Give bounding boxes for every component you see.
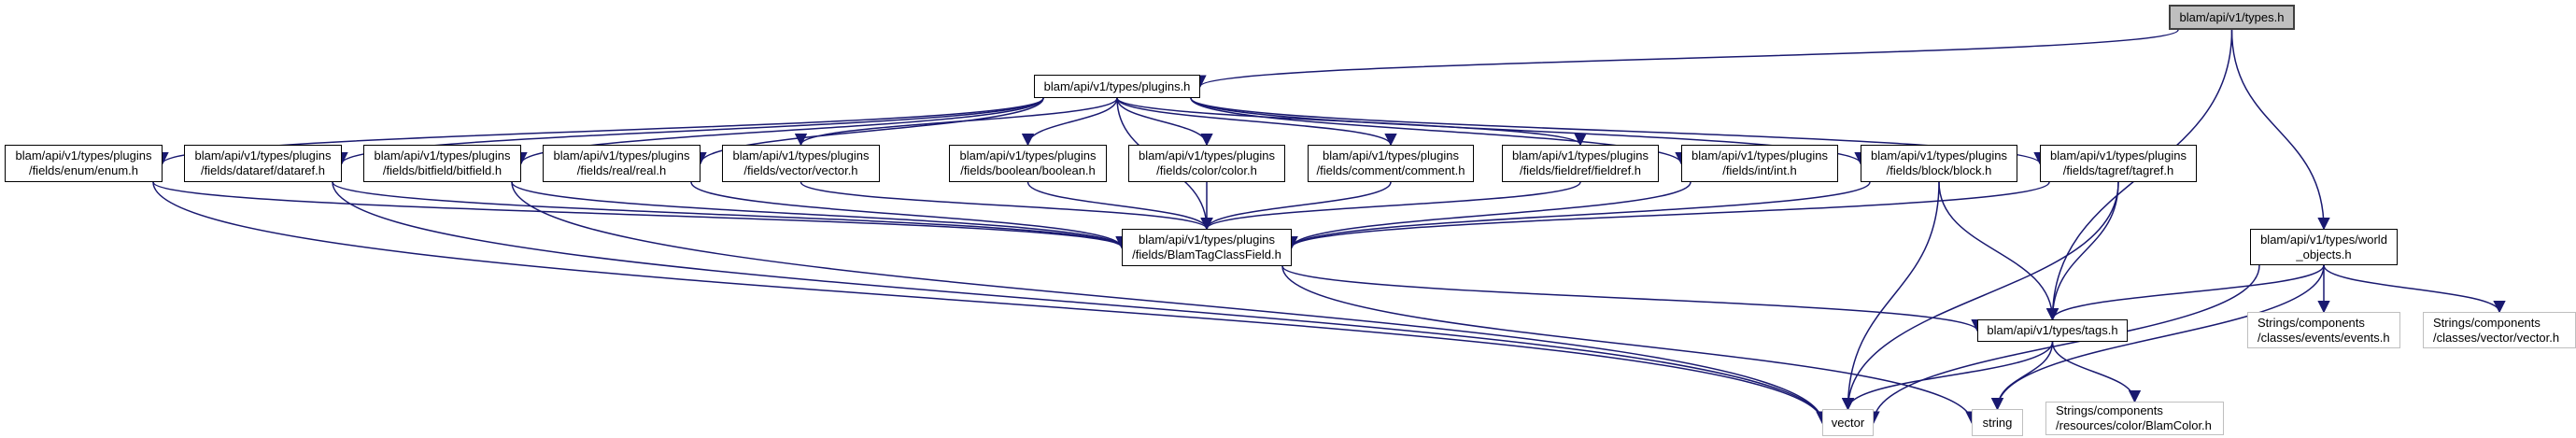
edge-tagref-to-vector xyxy=(1841,181,2119,411)
edge-enum-to-btcf xyxy=(152,181,1128,249)
edge-enum-to-vector xyxy=(152,181,1829,424)
node-tagref[interactable]: blam/api/v1/types/plugins /fields/tagref… xyxy=(2040,145,2197,182)
edge-real-to-btcf xyxy=(690,181,1128,249)
edge-block-to-vector xyxy=(1841,181,1940,411)
node-btcf[interactable]: blam/api/v1/types/plugins /fields/BlamTa… xyxy=(1122,229,1292,266)
node-color[interactable]: blam/api/v1/types/plugins /fields/color/… xyxy=(1128,145,1285,182)
node-fieldref[interactable]: blam/api/v1/types/plugins /fields/fieldr… xyxy=(1502,145,1659,182)
node-bitfield[interactable]: blam/api/v1/types/plugins /fields/bitfie… xyxy=(363,145,521,182)
node-types[interactable]: blam/api/v1/types.h xyxy=(2169,5,2295,30)
node-blamcolor: Strings/components /resources/color/Blam… xyxy=(2045,402,2224,435)
edge-btcf-to-string xyxy=(1281,265,1978,424)
edge-world-to-tags xyxy=(2045,264,2325,321)
edge-boolean-to-btcf xyxy=(1026,181,1213,231)
edge-tagref-to-btcf xyxy=(1285,181,2050,249)
node-vector: vector xyxy=(1822,409,1874,436)
edge-plugins-to-boolean xyxy=(1021,97,1118,147)
edge-bitfield-to-btcf xyxy=(511,181,1128,249)
node-dataref[interactable]: blam/api/v1/types/plugins /fields/datare… xyxy=(184,145,342,182)
node-comment[interactable]: blam/api/v1/types/plugins /fields/commen… xyxy=(1308,145,1474,182)
node-block[interactable]: blam/api/v1/types/plugins /fields/block/… xyxy=(1861,145,2017,182)
edge-fvector-to-btcf xyxy=(800,181,1213,231)
node-events: Strings/components /classes/events/event… xyxy=(2247,312,2400,348)
edge-tagref-to-tags xyxy=(2045,181,2119,321)
node-string: string xyxy=(1972,409,2023,436)
edge-types-to-plugins xyxy=(1194,29,2179,88)
node-svector: Strings/components /classes/vector/vecto… xyxy=(2423,312,2576,348)
edge-fieldref-to-btcf xyxy=(1200,181,1581,231)
node-fvector[interactable]: blam/api/v1/types/plugins /fields/vector… xyxy=(722,145,880,182)
edge-plugins-to-fvector xyxy=(794,97,1118,147)
node-plugins[interactable]: blam/api/v1/types/plugins.h xyxy=(1034,75,1200,98)
edge-comment-to-btcf xyxy=(1200,181,1392,231)
node-int[interactable]: blam/api/v1/types/plugins /fields/int/in… xyxy=(1681,145,1838,182)
edge-plugins-to-color xyxy=(1116,97,1213,147)
edge-world-to-vector xyxy=(1867,264,2260,424)
edge-tags-to-vector xyxy=(1841,341,2054,411)
edge-plugins-to-real xyxy=(694,97,1044,165)
node-tags[interactable]: blam/api/v1/types/tags.h xyxy=(1977,319,2128,342)
edge-tags-to-blamcolor xyxy=(2051,341,2142,403)
node-world[interactable]: blam/api/v1/types/world _objects.h xyxy=(2250,229,2398,265)
edge-types-to-world xyxy=(2230,29,2330,231)
edge-dataref-to-vector xyxy=(332,181,1829,424)
edge-bitfield-to-vector xyxy=(511,181,1829,424)
node-enum[interactable]: blam/api/v1/types/plugins /fields/enum/e… xyxy=(5,145,163,182)
edge-world-to-string xyxy=(1990,264,2325,411)
node-boolean[interactable]: blam/api/v1/types/plugins /fields/boolea… xyxy=(949,145,1107,182)
edge-world-to-svector xyxy=(2323,264,2506,314)
edge-btcf-to-tags xyxy=(1281,265,1984,332)
edge-block-to-btcf xyxy=(1285,181,1871,249)
edge-int-to-btcf xyxy=(1285,181,1691,249)
edge-dataref-to-btcf xyxy=(332,181,1128,249)
edge-block-to-tags xyxy=(1938,181,2059,321)
edge-plugins-to-comment xyxy=(1116,97,1397,147)
node-real[interactable]: blam/api/v1/types/plugins /fields/real/r… xyxy=(543,145,701,182)
